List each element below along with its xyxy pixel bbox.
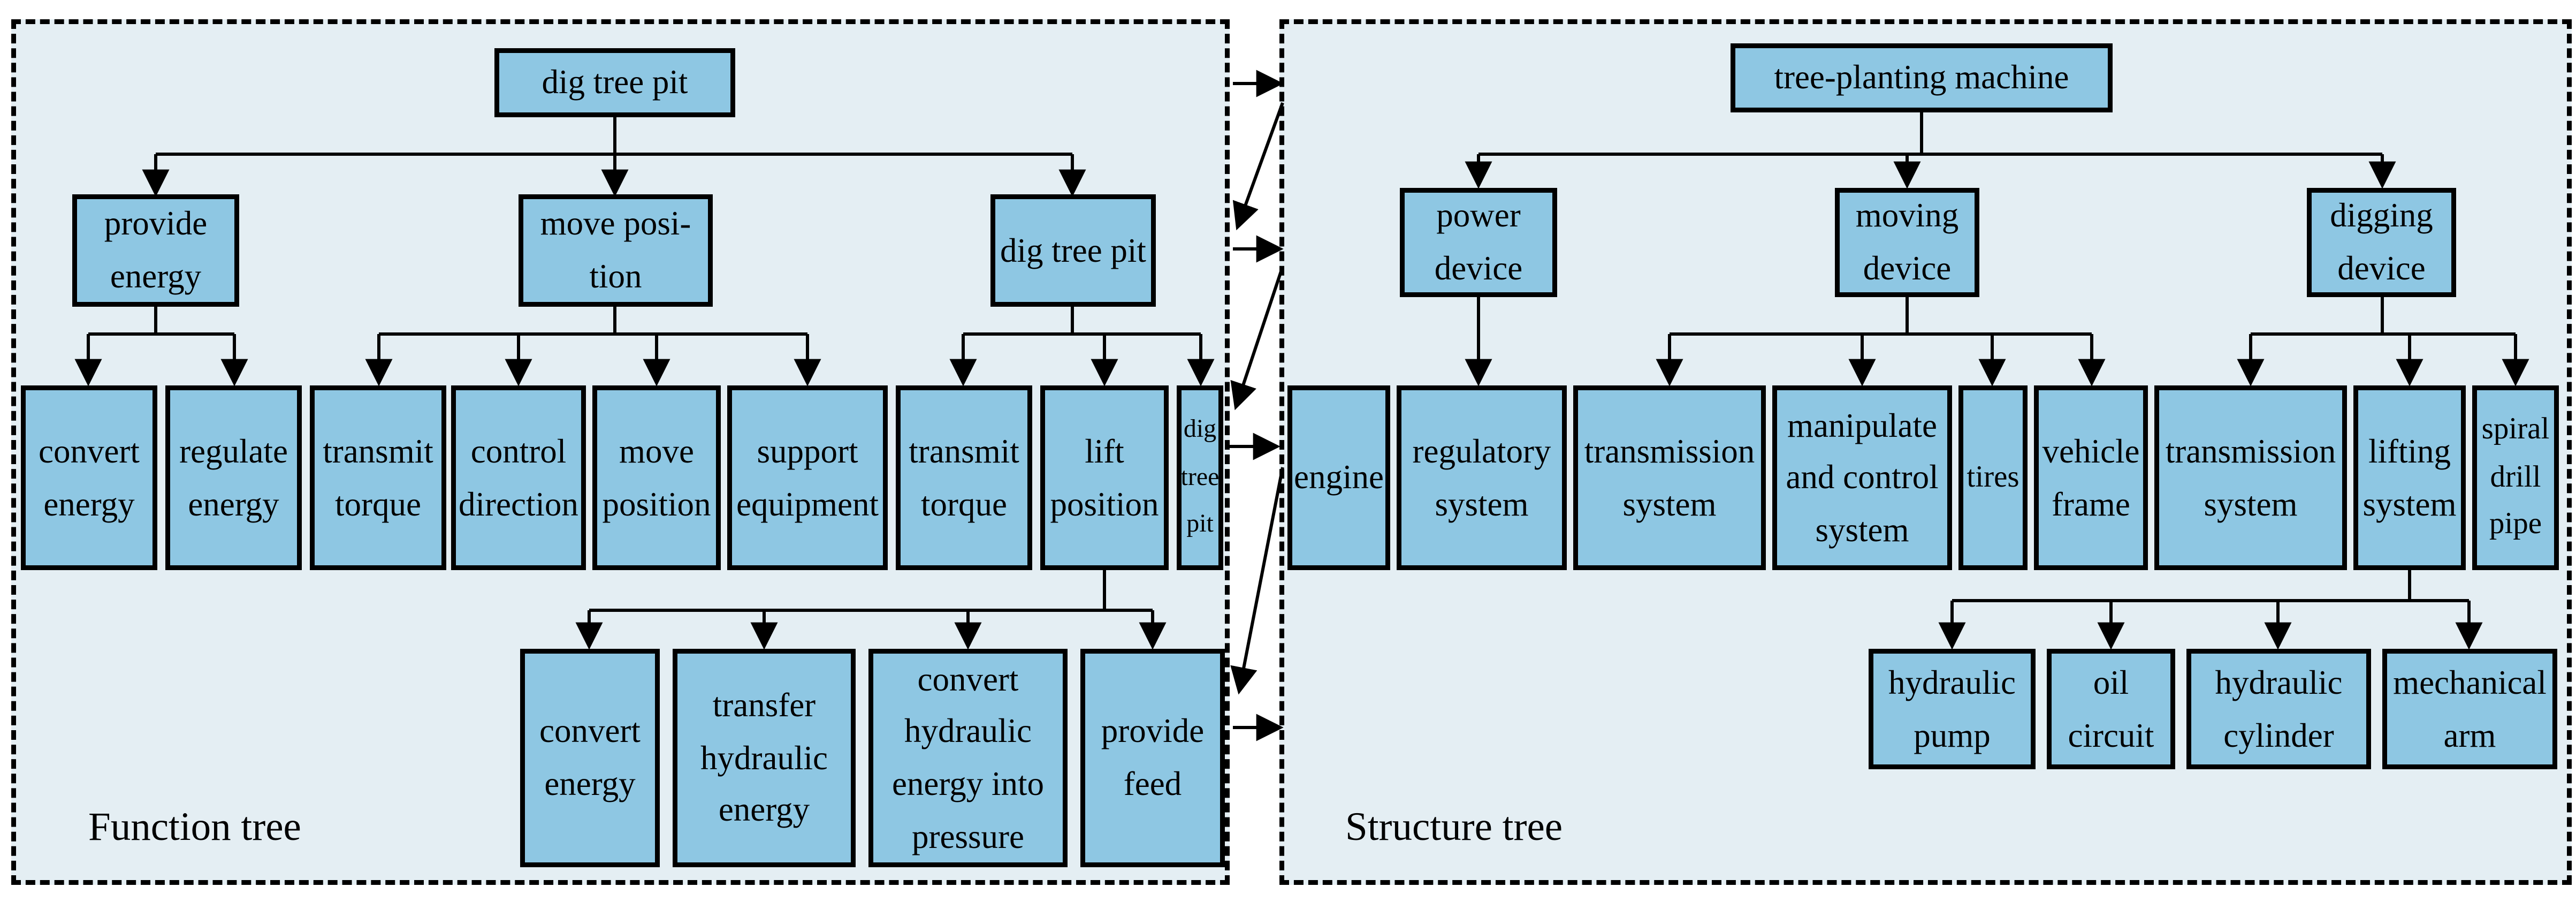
node-provide-feed: provide feed (1080, 649, 1225, 867)
node-transmission-system-2: transmission system (2154, 385, 2347, 570)
node-tree-planting-machine: tree-planting machine (1731, 43, 2113, 112)
node-dig-tree-pit-l3: dig tree pit (1177, 385, 1223, 570)
node-transmission-system-1: transmission system (1573, 385, 1766, 570)
node-transmit-torque-1: transmit torque (310, 385, 446, 570)
node-dig-tree-pit-root: dig tree pit (494, 48, 735, 117)
st-root-to-level2 (1465, 112, 2396, 189)
ft-root-to-level2 (142, 117, 1086, 197)
node-hydraulic-pump: hydraulic pump (1869, 649, 2036, 769)
function-to-structure-mapping-arrows (1230, 70, 1284, 741)
node-lifting-system: lifting system (2353, 385, 2466, 570)
structure-tree-caption: Structure tree (1345, 806, 1563, 850)
ft-level2-to-level3 (74, 307, 1215, 386)
node-digging-device: digging device (2307, 188, 2456, 297)
node-regulatory-system: regulatory system (1397, 385, 1567, 570)
node-provide-energy: provide energy (72, 194, 239, 307)
node-dig-tree-pit-l2: dig tree pit (990, 194, 1156, 307)
st-level3-to-level4 (1938, 570, 2483, 650)
node-hydraulic-cylinder: hydraulic cylinder (2186, 649, 2371, 769)
node-convert-hydraulic-energy-into-pressure: convert hydraulic energy into pressure (868, 649, 1068, 867)
node-convert-energy-l4: convert energy (520, 649, 660, 867)
node-lift-position: lift position (1040, 385, 1169, 570)
node-oil-circuit: oil circuit (2047, 649, 2175, 769)
node-vehicle-frame: vehicle frame (2034, 385, 2148, 570)
node-moving-device: moving device (1835, 188, 1979, 297)
node-move-position-l2: move posi- tion (519, 194, 713, 307)
node-power-device: power device (1400, 188, 1557, 297)
node-tires: tires (1958, 385, 2028, 570)
function-tree-caption: Function tree (88, 806, 301, 850)
st-level2-to-level3 (1465, 297, 2529, 386)
node-mechanical-arm: mechanical arm (2382, 649, 2557, 769)
node-transfer-hydraulic-energy: transfer hydraulic energy (673, 649, 856, 867)
node-convert-energy: convert energy (21, 385, 157, 570)
node-manipulate-and-control-system: manipulate and control system (1772, 385, 1952, 570)
node-control-direction: control direction (451, 385, 586, 570)
node-spiral-drill-pipe: spiral drill pipe (2472, 385, 2559, 570)
node-support-equipment: support equipment (727, 385, 888, 570)
node-engine: engine (1287, 385, 1390, 570)
node-move-position-l3: move position (592, 385, 721, 570)
ft-level3-to-level4 (575, 570, 1167, 650)
node-transmit-torque-2: transmit torque (896, 385, 1032, 570)
node-regulate-energy: regulate energy (165, 385, 302, 570)
